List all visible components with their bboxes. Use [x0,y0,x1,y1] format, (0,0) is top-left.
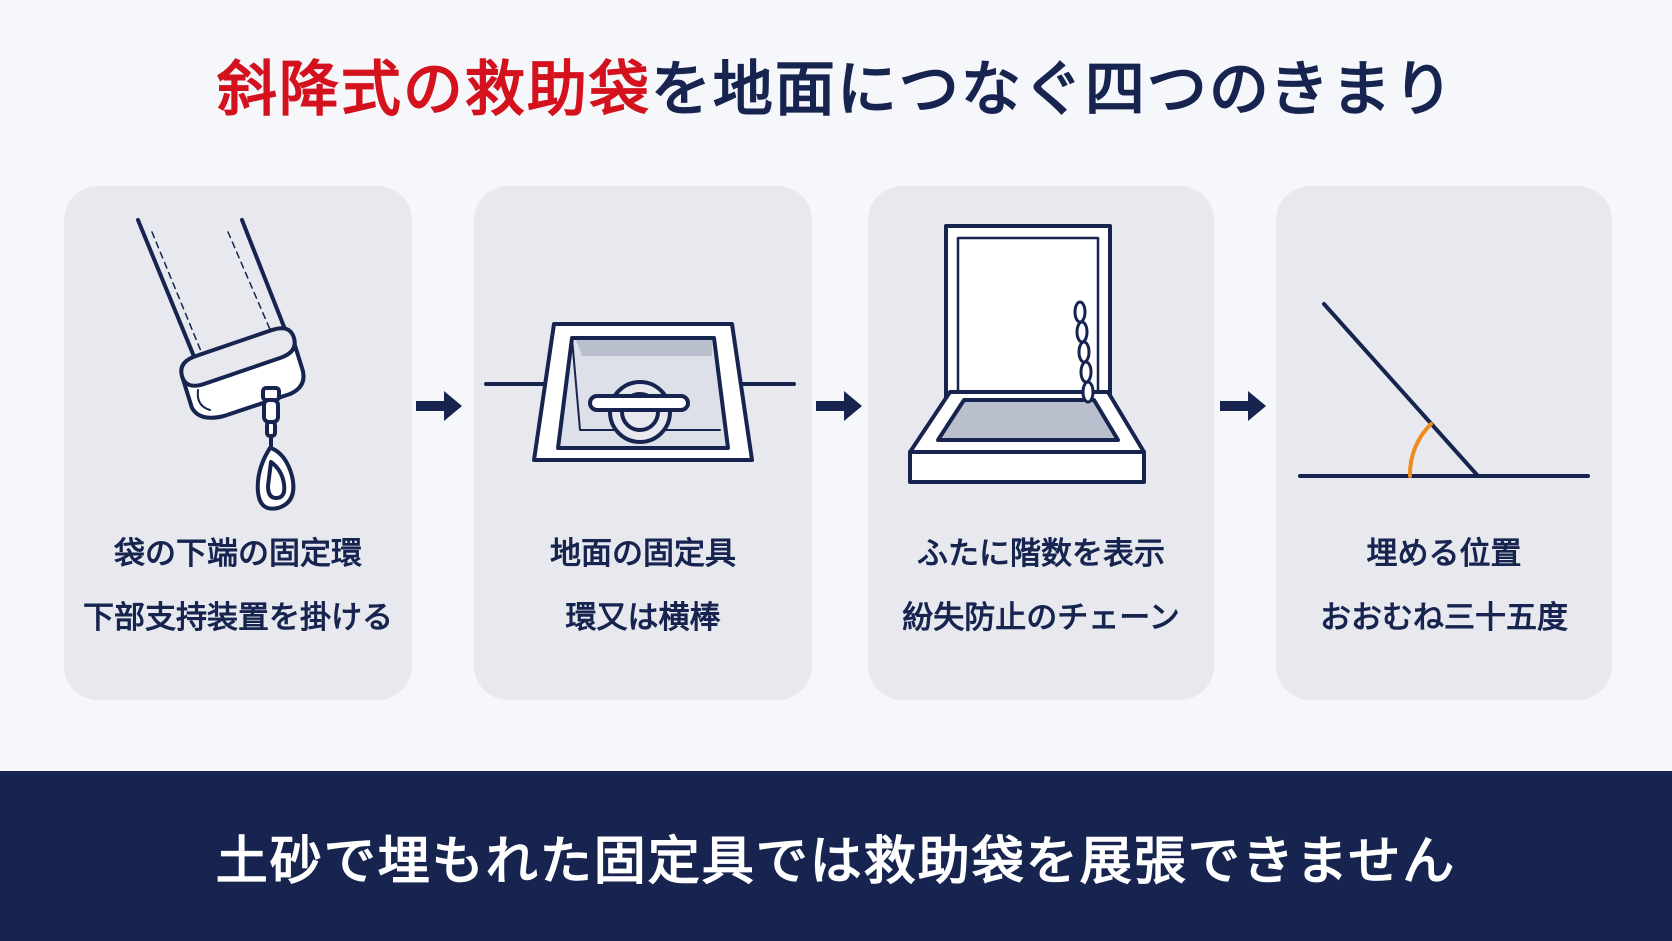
step-text-4: 埋める位置 おおむね三十五度 [1276,522,1612,650]
step-line-2: 下部支持装置を掛ける [83,600,393,636]
step-text-2: 地面の固定具 環又は横棒 [474,522,812,650]
arrow-right-icon [416,391,462,421]
angle-icon [1298,302,1590,478]
step-line-1: 袋の下端の固定環 [114,536,362,572]
step-line-1: 埋める位置 [1366,536,1522,572]
step-card-2: 地面の固定具 環又は横棒 [474,186,812,700]
footer-banner: 土砂で埋もれた固定具では救助袋を展張できません [0,771,1672,941]
step-card-4: 埋める位置 おおむね三十五度 [1276,186,1612,700]
title-rest: を地面につなぐ四つのきまり [650,55,1456,125]
footer-text: 土砂で埋もれた固定具では救助袋を展張できません [215,831,1457,892]
step-line-1: 地面の固定具 [550,536,736,572]
ground-anchor-box-icon [484,322,796,462]
step-line-2: 環又は横棒 [565,600,721,636]
arrow-right-icon [816,391,862,421]
step-card-3: ふたに階数を表示 紛失防止のチェーン [868,186,1214,700]
step-card-1: 袋の下端の固定環 下部支持装置を掛ける [64,186,412,700]
step-line-2: 紛失防止のチェーン [902,600,1180,636]
arrow-right-icon [1220,391,1266,421]
step-line-1: ふたに階数を表示 [917,536,1165,572]
bag-hook-icon [136,218,306,511]
lid-chain-box-icon [908,224,1146,484]
step-text-3: ふたに階数を表示 紛失防止のチェーン [868,522,1214,650]
page-title: 斜降式の救助袋を地面につなぐ四つのきまり [0,48,1672,132]
title-accent: 斜降式の救助袋 [216,55,651,125]
step-line-2: おおむね三十五度 [1320,600,1568,636]
step-text-1: 袋の下端の固定環 下部支持装置を掛ける [64,522,412,650]
